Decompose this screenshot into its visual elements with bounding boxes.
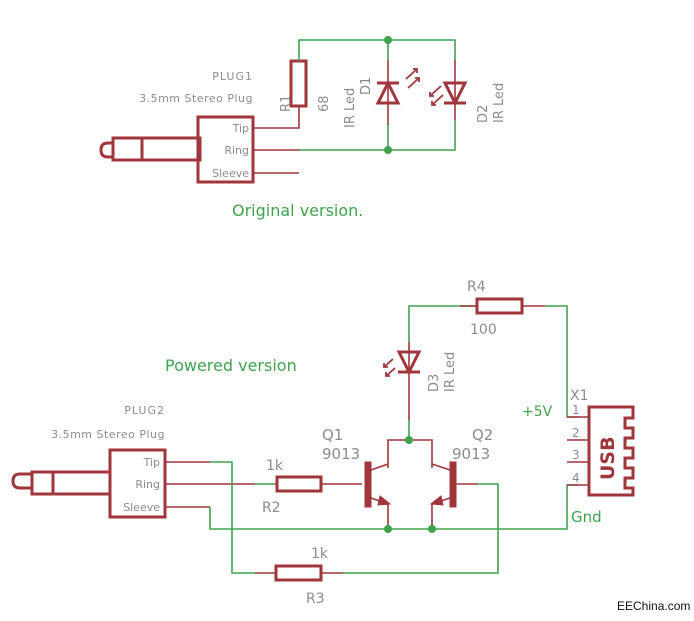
plug1-pin-ring: Ring bbox=[224, 144, 249, 157]
d1-value: IR Led bbox=[343, 88, 358, 128]
vcc-label: +5V bbox=[522, 404, 553, 420]
d2-receive-arrow bbox=[429, 85, 442, 97]
powered-caption: Powered version bbox=[165, 356, 297, 375]
q2-emitter-arrow bbox=[429, 495, 444, 506]
usb-pin-3: 3 bbox=[572, 448, 580, 462]
d3-emission-arrow bbox=[385, 367, 396, 377]
r2-resistor bbox=[275, 475, 323, 493]
q1-transistor-symbol bbox=[364, 461, 392, 529]
r3-value: 1k bbox=[311, 546, 329, 562]
plug1-name: PLUG1 bbox=[212, 70, 253, 83]
original-circuit: PLUG1 3.5mm Stereo Plug Tip Ring Sleeve … bbox=[99, 36, 507, 220]
original-caption: Original version. bbox=[232, 201, 363, 220]
d2-receive-arrow bbox=[431, 94, 444, 106]
d3-emission-arrow bbox=[383, 358, 394, 368]
d1-emission-arrow bbox=[407, 77, 420, 89]
bottom-net-wire bbox=[300, 120, 456, 151]
junction-dot bbox=[384, 525, 392, 533]
top-net-wire bbox=[298, 39, 456, 61]
gnd-label: Gnd bbox=[571, 508, 602, 526]
r1-value: 68 bbox=[317, 95, 332, 112]
d2-led-symbol bbox=[429, 60, 468, 120]
plug2-pin-ring: Ring bbox=[135, 478, 160, 491]
q2-name: Q2 bbox=[472, 426, 493, 444]
q1-collector-lead bbox=[370, 463, 389, 471]
powered-circuit: Powered version PLUG2 3.5mm Stereo Plug … bbox=[11, 279, 635, 607]
r4-name: R4 bbox=[467, 279, 486, 295]
r4-value: 100 bbox=[470, 322, 497, 338]
usb-pin-2: 2 bbox=[572, 426, 580, 440]
q2-base-bar bbox=[449, 461, 457, 508]
plug1-pin-tip: Tip bbox=[232, 122, 249, 135]
r2-name: R2 bbox=[262, 500, 281, 516]
collector-node-lead bbox=[387, 439, 433, 468]
plug1-value: 3.5mm Stereo Plug bbox=[139, 92, 253, 105]
usb-pin-1: 1 bbox=[572, 403, 580, 417]
junction-dot bbox=[428, 525, 436, 533]
r3-to-q2-base-wire bbox=[343, 483, 499, 574]
plug2-value: 3.5mm Stereo Plug bbox=[51, 428, 165, 441]
plug2-pin-sleeve: Sleeve bbox=[123, 501, 160, 514]
x1-name: X1 bbox=[570, 388, 589, 404]
d1-emission-arrow bbox=[405, 68, 418, 80]
plug1-tip-lead bbox=[253, 106, 300, 129]
usb-label: USB bbox=[597, 436, 619, 480]
d3-value: IR Led bbox=[443, 352, 458, 392]
plug1-tip-shape bbox=[99, 141, 115, 159]
tip-to-r3-wire bbox=[210, 461, 255, 574]
q1-name: Q1 bbox=[322, 426, 343, 444]
q2-transistor-symbol bbox=[429, 461, 478, 529]
plug2-name: PLUG2 bbox=[124, 404, 165, 417]
plug2-pin-tip: Tip bbox=[143, 456, 160, 469]
r2-value: 1k bbox=[266, 458, 284, 474]
q1-value: 9013 bbox=[322, 445, 360, 463]
d3-name: D3 bbox=[427, 374, 442, 392]
q1-base-bar bbox=[364, 461, 372, 508]
q2-value: 9013 bbox=[452, 445, 490, 463]
d1-name: D1 bbox=[359, 77, 374, 95]
d2-triangle bbox=[442, 81, 468, 107]
usb-body bbox=[587, 405, 635, 497]
watermark: EEChina.com bbox=[617, 599, 690, 613]
plug1-pin-sleeve: Sleeve bbox=[212, 167, 249, 180]
r4-resistor bbox=[475, 297, 524, 315]
d2-value: IR Led bbox=[492, 83, 507, 123]
d3-triangle bbox=[396, 350, 422, 376]
junction-dot bbox=[405, 436, 413, 444]
d1-triangle bbox=[375, 79, 401, 105]
plug1-barrel bbox=[111, 136, 202, 162]
q1-emitter-arrow bbox=[377, 495, 392, 506]
usb-connector-symbol bbox=[567, 405, 635, 497]
r3-name: R3 bbox=[306, 591, 325, 607]
usb-pin-4: 4 bbox=[572, 471, 580, 485]
r3-resistor bbox=[274, 564, 323, 582]
junction-dot bbox=[384, 36, 392, 44]
usb-pin-leads bbox=[567, 416, 589, 486]
plug2-tip-shape bbox=[11, 472, 34, 490]
d3-led-symbol bbox=[383, 342, 422, 420]
d2-name: D2 bbox=[476, 105, 491, 123]
r1-name: R1 bbox=[279, 95, 294, 112]
plug2-barrel bbox=[30, 470, 112, 496]
d3-anode-wire bbox=[408, 305, 480, 342]
d1-led-symbol bbox=[375, 60, 420, 125]
q2-collector-lead bbox=[431, 463, 451, 471]
junction-dot bbox=[384, 146, 392, 154]
